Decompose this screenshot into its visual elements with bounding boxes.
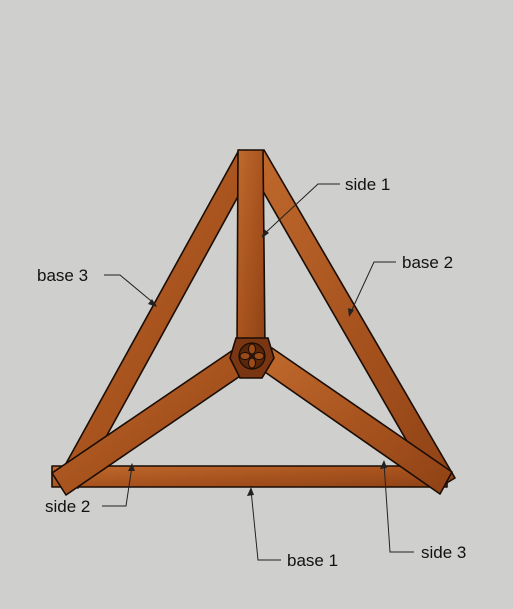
beam-base-2 — [244, 149, 456, 491]
center-hub — [229, 337, 275, 379]
leader-base-1 — [250, 489, 281, 561]
label-base-1: base 1 — [287, 551, 338, 570]
beam-base-3 — [57, 149, 259, 489]
leader-side-2 — [102, 465, 133, 507]
beam-side-1 — [236, 149, 266, 349]
leader-base-2 — [349, 261, 396, 315]
label-base-3: base 3 — [37, 266, 88, 285]
label-side-3: side 3 — [421, 543, 466, 562]
label-base-2: base 2 — [402, 253, 453, 272]
leader-side-1 — [261, 183, 340, 237]
leader-side-3 — [383, 462, 414, 553]
labels: side 1 base 3 base 2 side 2 base 1 side … — [37, 175, 466, 570]
wood-frame — [51, 149, 456, 496]
leader-lines — [102, 183, 414, 561]
label-side-2: side 2 — [45, 497, 90, 516]
leader-base-3 — [104, 274, 157, 306]
beam-base-1 — [51, 465, 448, 488]
label-side-1: side 1 — [345, 175, 390, 194]
